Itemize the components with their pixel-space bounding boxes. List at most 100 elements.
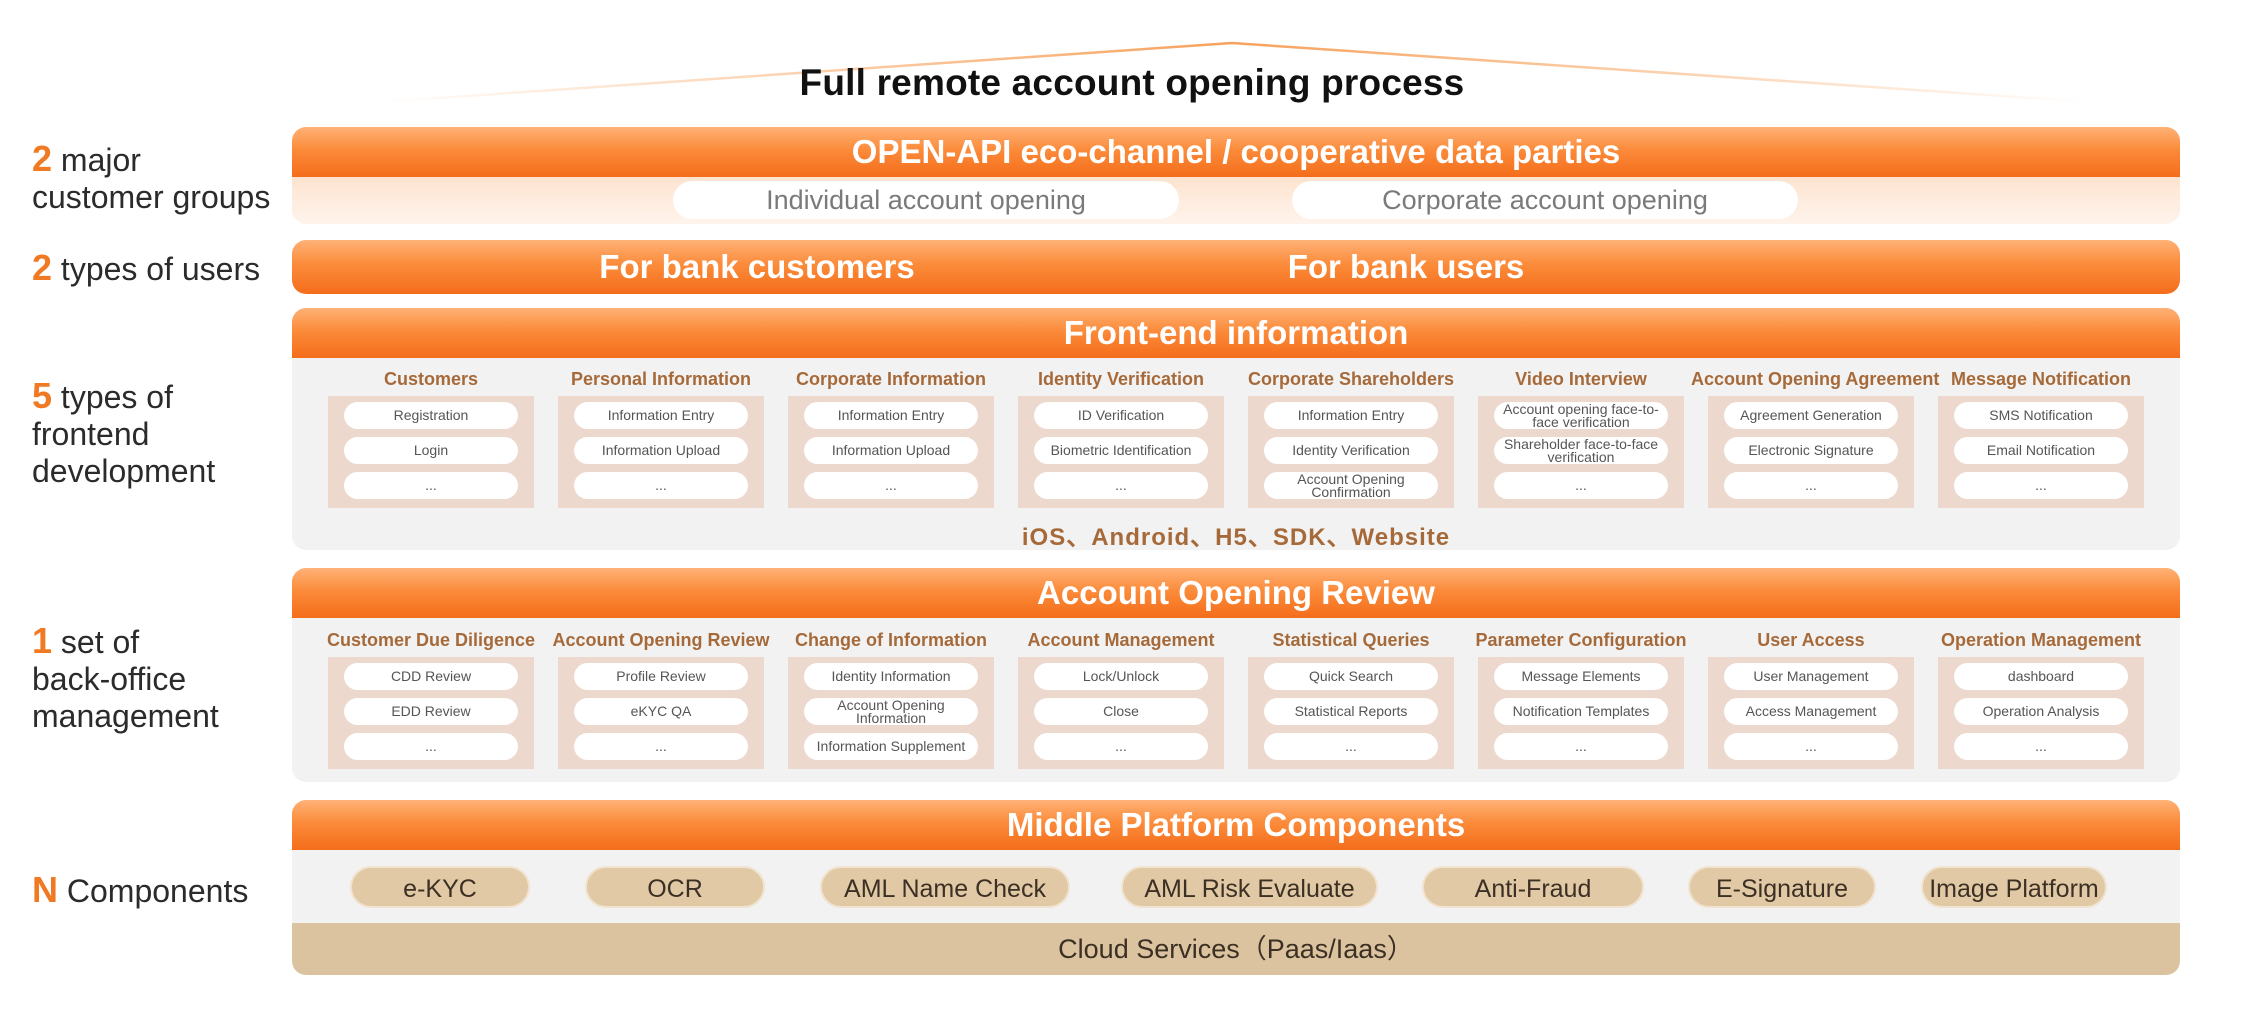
component-pill: OCR: [585, 866, 765, 908]
module-item: ...: [1264, 733, 1438, 760]
module-title: Operation Management: [1940, 630, 2142, 650]
module-item: Email Notification: [1954, 437, 2128, 464]
module-item: Message Elements: [1494, 663, 1668, 690]
middle-platform-header: Middle Platform Components: [292, 800, 2180, 850]
customer-groups-panel: [292, 177, 2180, 224]
corporate-account-pill: Corporate account opening: [1292, 181, 1798, 219]
users-bar: For bank customers For bank users: [292, 240, 2180, 294]
module-item: Account Opening Information: [804, 698, 978, 725]
cloud-services: Cloud Services（Paas/Iaas）: [292, 923, 2180, 975]
component-pill: Anti-Fraud: [1422, 866, 1644, 908]
diagram-title: Full remote account opening process: [799, 62, 1465, 103]
module-title: Parameter Configuration: [1475, 630, 1687, 650]
module-card: Account opening face-to-face verificatio…: [1478, 396, 1684, 508]
individual-account-pill: Individual account opening: [673, 181, 1179, 219]
module-item: ID Verification: [1034, 402, 1208, 429]
module-item: Profile Review: [574, 663, 748, 690]
module-item: Shareholder face-to-face verification: [1494, 437, 1668, 464]
left-label-text: Components: [66, 873, 249, 909]
module-item: ...: [574, 733, 748, 760]
frontend-header: Front-end information: [292, 308, 2180, 358]
module-item: User Management: [1724, 663, 1898, 690]
module-title: Statistical Queries: [1272, 630, 1430, 650]
module-item: Identity Information: [804, 663, 978, 690]
module-item: Electronic Signature: [1724, 437, 1898, 464]
module-item: ...: [804, 472, 978, 499]
module-item: Login: [344, 437, 518, 464]
module-item: ...: [1034, 472, 1208, 499]
module-title: Identity Verification: [1037, 369, 1205, 389]
module-item: SMS Notification: [1954, 402, 2128, 429]
roof-outline: [379, 41, 2091, 104]
bank-customers-label: For bank customers: [599, 248, 915, 285]
backoffice-header: Account Opening Review: [292, 568, 2180, 618]
module-item: Operation Analysis: [1954, 698, 2128, 725]
left-label-text: set of back-office management: [32, 624, 219, 734]
module-item: Notification Templates: [1494, 698, 1668, 725]
module-item: ...: [344, 472, 518, 499]
module-title: Customers: [383, 369, 479, 389]
module-item: ...: [1954, 472, 2128, 499]
component-pill: Image Platform: [1921, 866, 2107, 908]
module-item: Biometric Identification: [1034, 437, 1208, 464]
component-pill: E-Signature: [1688, 866, 1876, 908]
customer-groups-header: OPEN-API eco-channel / cooperative data …: [292, 127, 2180, 177]
module-item: eKYC QA: [574, 698, 748, 725]
module-item: Statistical Reports: [1264, 698, 1438, 725]
module-item: ...: [1954, 733, 2128, 760]
module-item: Information Supplement: [804, 733, 978, 760]
module-title: Account Opening Review: [552, 630, 770, 650]
component-pill: AML Name Check: [820, 866, 1070, 908]
module-item: Information Entry: [1264, 402, 1438, 429]
module-item: CDD Review: [344, 663, 518, 690]
module-item: ...: [574, 472, 748, 499]
module-item: Access Management: [1724, 698, 1898, 725]
module-title: Change of Information: [795, 630, 987, 650]
module-title: User Access: [1757, 630, 1865, 650]
module-item: dashboard: [1954, 663, 2128, 690]
module-item: Information Upload: [804, 437, 978, 464]
left-label-customer-groups: 2 major customer groups: [32, 138, 271, 215]
module-item: Information Entry: [804, 402, 978, 429]
component-pill: e-KYC: [350, 866, 530, 908]
module-item: Quick Search: [1264, 663, 1438, 690]
module-item: Agreement Generation: [1724, 402, 1898, 429]
module-title: Message Notification: [1950, 369, 2132, 389]
module-title: Customer Due Diligence: [326, 630, 536, 650]
module-item: ...: [1494, 472, 1668, 499]
module-item: ...: [1494, 733, 1668, 760]
module-item: Close: [1034, 698, 1208, 725]
left-label-users: 2 types of users: [32, 247, 261, 288]
frontend-platforms: iOS、Android、H5、SDK、Website: [1021, 524, 1451, 551]
left-label-text: types of users: [60, 251, 261, 287]
bank-users-label: For bank users: [1287, 248, 1525, 285]
module-title: Account Opening Agreement: [1691, 369, 1940, 389]
left-label-text: types of frontend development: [32, 379, 216, 489]
module-item: ...: [1724, 733, 1898, 760]
component-pill: AML Risk Evaluate: [1121, 866, 1378, 908]
left-label-components: N Components: [32, 869, 249, 910]
module-item: Identity Verification: [1264, 437, 1438, 464]
module-title: Personal Information: [570, 369, 752, 389]
module-item: EDD Review: [344, 698, 518, 725]
module-item: Registration: [344, 402, 518, 429]
left-label-text: major customer groups: [32, 142, 271, 215]
module-title: Video Interview: [1515, 369, 1647, 389]
module-item: Information Upload: [574, 437, 748, 464]
module-title: Account Management: [1027, 630, 1215, 650]
module-title: Corporate Shareholders: [1247, 369, 1455, 389]
module-item: Information Entry: [574, 402, 748, 429]
